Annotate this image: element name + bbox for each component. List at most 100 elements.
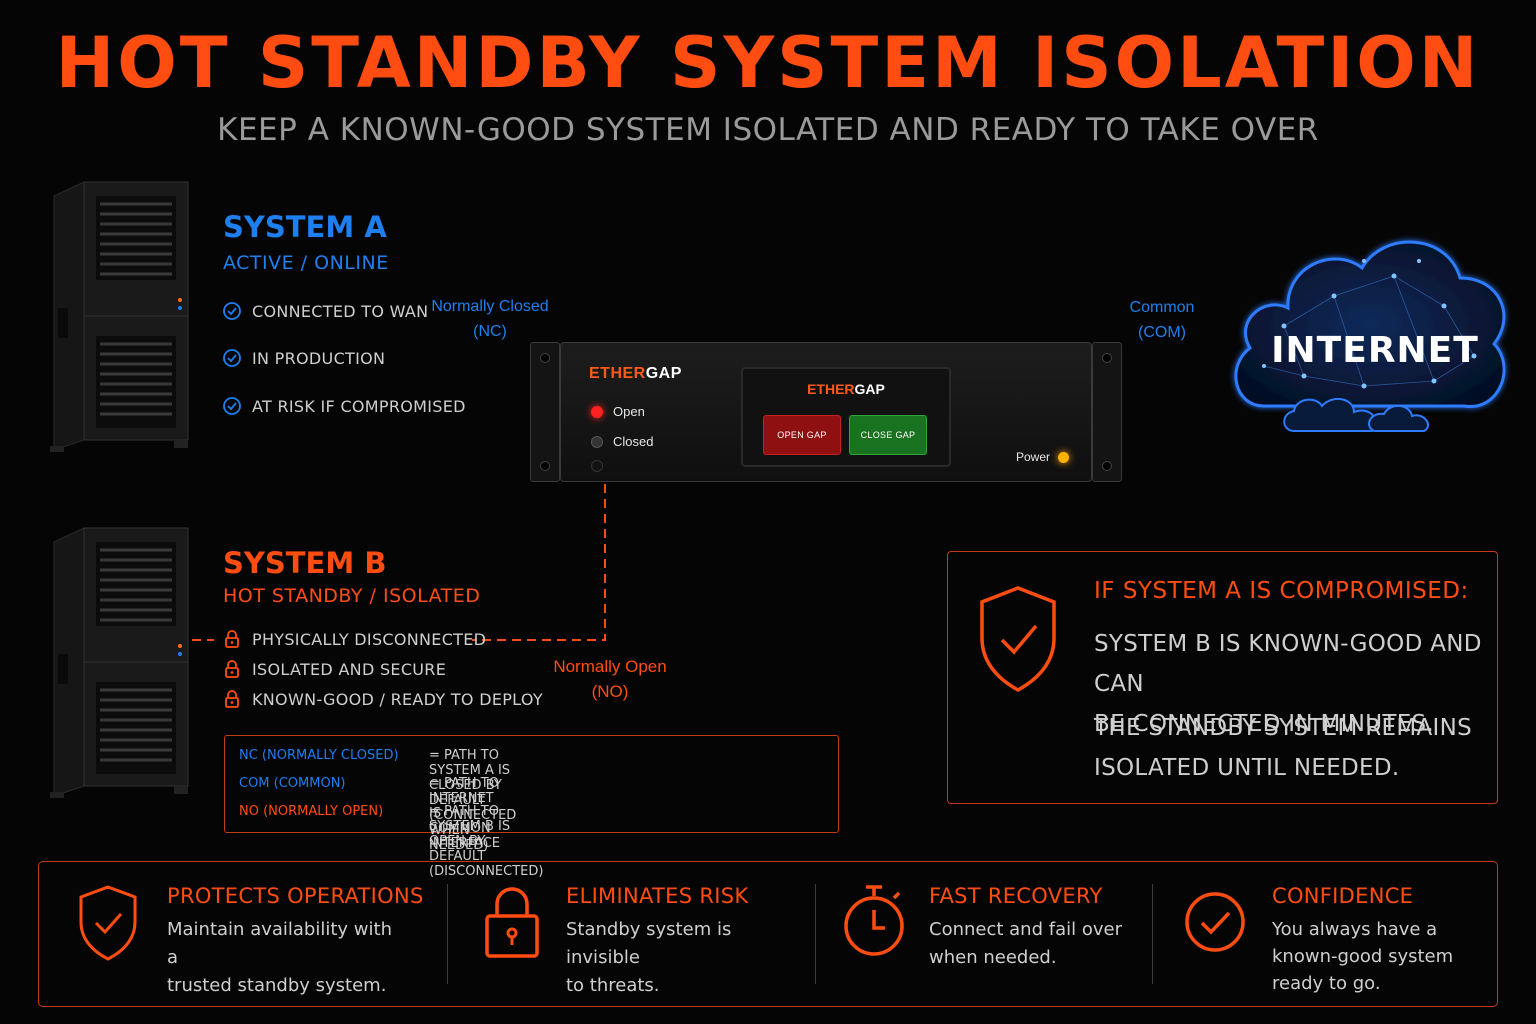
no-line xyxy=(472,484,606,641)
legend-key: COM (COMMON) xyxy=(239,776,346,791)
feature-label: KNOWN-GOOD / READY TO DEPLOY xyxy=(252,689,543,709)
stopwatch-icon xyxy=(844,885,904,956)
legend-row: COM (COMMON) = PATH TO INTERNET IS COMMO… xyxy=(239,776,500,851)
legend-row: NC (NORMALLY CLOSED) = PATH TO SYSTEM A … xyxy=(239,748,516,853)
system-a-status: ACTIVE / ONLINE xyxy=(223,252,389,274)
page-title: HOT STANDBY SYSTEM ISOLATION xyxy=(55,22,1481,104)
reset-button[interactable] xyxy=(591,460,603,472)
no-label-line1: Normally Open xyxy=(553,657,667,676)
power-led-indicator xyxy=(1058,452,1069,463)
compromised-title: IF SYSTEM A IS COMPROMISED: xyxy=(1094,578,1469,604)
nc-label-line1: Normally Closed xyxy=(431,298,549,315)
check-circle-icon xyxy=(223,349,241,367)
benefit-title: ELIMINATES RISK xyxy=(566,884,749,908)
feature-label: ISOLATED AND SECURE xyxy=(252,659,447,679)
benefit-text-line: Standby system is invisible xyxy=(566,919,732,968)
ethergap-device: ETHERGAP Open Closed ETHERGAP OPEN GAP C… xyxy=(560,342,1092,482)
com-label: Common (COM) xyxy=(1102,295,1222,345)
system-a-feature: CONNECTED TO WAN xyxy=(222,301,428,321)
com-label-line1: Common xyxy=(1129,299,1195,316)
benefit-text-line: to threats. xyxy=(566,975,660,996)
benefit-text: Connect and fail over when needed. xyxy=(929,916,1169,972)
shield-check-icon xyxy=(980,586,1056,693)
system-a-server-icon xyxy=(50,181,189,452)
benefit-divider xyxy=(447,884,448,984)
no-label: Normally Open (NO) xyxy=(540,654,680,704)
benefit-title: CONFIDENCE xyxy=(1272,884,1414,908)
benefit-text-line: known-good system xyxy=(1272,946,1454,967)
compromised-box: IF SYSTEM A IS COMPROMISED: SYSTEM B IS … xyxy=(947,551,1498,804)
system-a-feature: AT RISK IF COMPROMISED xyxy=(222,396,466,416)
internet-label: INTERNET xyxy=(1271,330,1479,371)
legend-box: NC (NORMALLY CLOSED) = PATH TO SYSTEM A … xyxy=(224,735,839,879)
system-b-server-icon xyxy=(50,527,189,798)
feature-label: CONNECTED TO WAN xyxy=(252,301,429,321)
no-label-line2: (NO) xyxy=(591,682,629,701)
system-b-title: SYSTEM B xyxy=(223,546,387,580)
power-label: Power xyxy=(1016,450,1051,464)
legend-row: NO (NORMALLY OPEN) = PATH TO SYSTEM B IS… xyxy=(239,804,543,879)
system-a-feature: IN PRODUCTION xyxy=(222,348,385,368)
system-b-feature: KNOWN-GOOD / READY TO DEPLOY xyxy=(222,689,543,709)
check-circle-icon xyxy=(223,302,241,320)
system-b-feature: ISOLATED AND SECURE xyxy=(222,659,446,679)
padlock-icon xyxy=(225,690,239,708)
compromised-text: SYSTEM B IS KNOWN-GOOD AND CAN BE CONNEC… xyxy=(1094,624,1494,744)
device-brand: ETHERGAP xyxy=(589,365,682,383)
benefit-text: You always have a known-good system read… xyxy=(1272,916,1482,997)
brand-ether: ETHER xyxy=(589,365,646,382)
legend-desc: = PATH TO INTERNET IS COMMON INTERFACE xyxy=(429,776,500,851)
benefit-title: FAST RECOVERY xyxy=(929,884,1103,908)
benefit-text: Standby system is invisible to threats. xyxy=(566,916,806,1000)
open-led-label: Open xyxy=(613,404,645,419)
closed-led-label: Closed xyxy=(613,434,654,449)
benefit-text-line: when needed. xyxy=(929,947,1057,968)
compromised-text-line: SYSTEM B IS KNOWN-GOOD AND CAN xyxy=(1094,631,1482,697)
closed-led-indicator xyxy=(591,436,603,448)
screen-brand-gap: GAP xyxy=(854,381,885,397)
open-gap-button[interactable]: OPEN GAP xyxy=(763,415,841,455)
legend-key: NC (NORMALLY CLOSED) xyxy=(239,748,399,763)
benefit-text: Maintain availability with a trusted sta… xyxy=(167,916,407,1000)
brand-gap: GAP xyxy=(645,365,682,382)
benefit-text-line: trusted standby system. xyxy=(167,975,387,996)
legend-key: NO (NORMALLY OPEN) xyxy=(239,804,384,819)
padlock-icon xyxy=(225,630,239,648)
open-led-indicator xyxy=(591,406,603,418)
touch-screen: ETHERGAP OPEN GAP CLOSE GAP xyxy=(741,367,951,467)
legend-desc: = PATH TO SYSTEM B IS OPEN BY DEFAULT (D… xyxy=(429,804,544,879)
feature-label: IN PRODUCTION xyxy=(252,348,386,368)
check-circle-icon xyxy=(223,397,241,415)
benefit-text-line: Connect and fail over xyxy=(929,919,1122,940)
check-circle-icon xyxy=(1185,892,1245,952)
legend-desc: = PATH TO SYSTEM A IS CLOSED BY DEFAULT … xyxy=(429,748,517,853)
compromised-text: THE STANDBY SYSTEM REMAINS ISOLATED UNTI… xyxy=(1094,708,1494,788)
page-subtitle: KEEP A KNOWN-GOOD SYSTEM ISOLATED AND RE… xyxy=(217,112,1319,148)
benefit-text-line: Maintain availability with a xyxy=(167,919,392,968)
system-a-title: SYSTEM A xyxy=(223,210,387,244)
cloud-icon xyxy=(1234,240,1506,432)
close-gap-button[interactable]: CLOSE GAP xyxy=(849,415,927,455)
feature-label: PHYSICALLY DISCONNECTED xyxy=(252,629,487,649)
rack-ear-right xyxy=(1092,342,1122,482)
compromised-text-line: BE CONNECTED IN MINUTES. xyxy=(1094,711,1435,737)
shield-check-icon xyxy=(79,885,137,961)
benefit-text-line: You always have a xyxy=(1272,919,1438,940)
padlock-icon xyxy=(225,660,239,678)
feature-label: AT RISK IF COMPROMISED xyxy=(252,396,466,416)
benefit-divider xyxy=(815,884,816,984)
benefits-bar: PROTECTS OPERATIONS Maintain availabilit… xyxy=(38,861,1498,1007)
benefit-title: PROTECTS OPERATIONS xyxy=(167,884,424,908)
system-b-feature: PHYSICALLY DISCONNECTED xyxy=(222,629,486,649)
screen-brand-ether: ETHER xyxy=(807,381,855,397)
compromised-text-line: ISOLATED UNTIL NEEDED. xyxy=(1094,755,1400,781)
rack-ear-left xyxy=(530,342,560,482)
system-b-status: HOT STANDBY / ISOLATED xyxy=(223,585,481,607)
screen-brand: ETHERGAP xyxy=(743,381,949,397)
compromised-text-line: THE STANDBY SYSTEM REMAINS xyxy=(1094,715,1473,741)
padlock-icon xyxy=(485,887,539,958)
benefit-divider xyxy=(1152,884,1153,984)
benefit-text-line: ready to go. xyxy=(1272,973,1381,994)
nc-label-line2: (NC) xyxy=(473,323,507,340)
